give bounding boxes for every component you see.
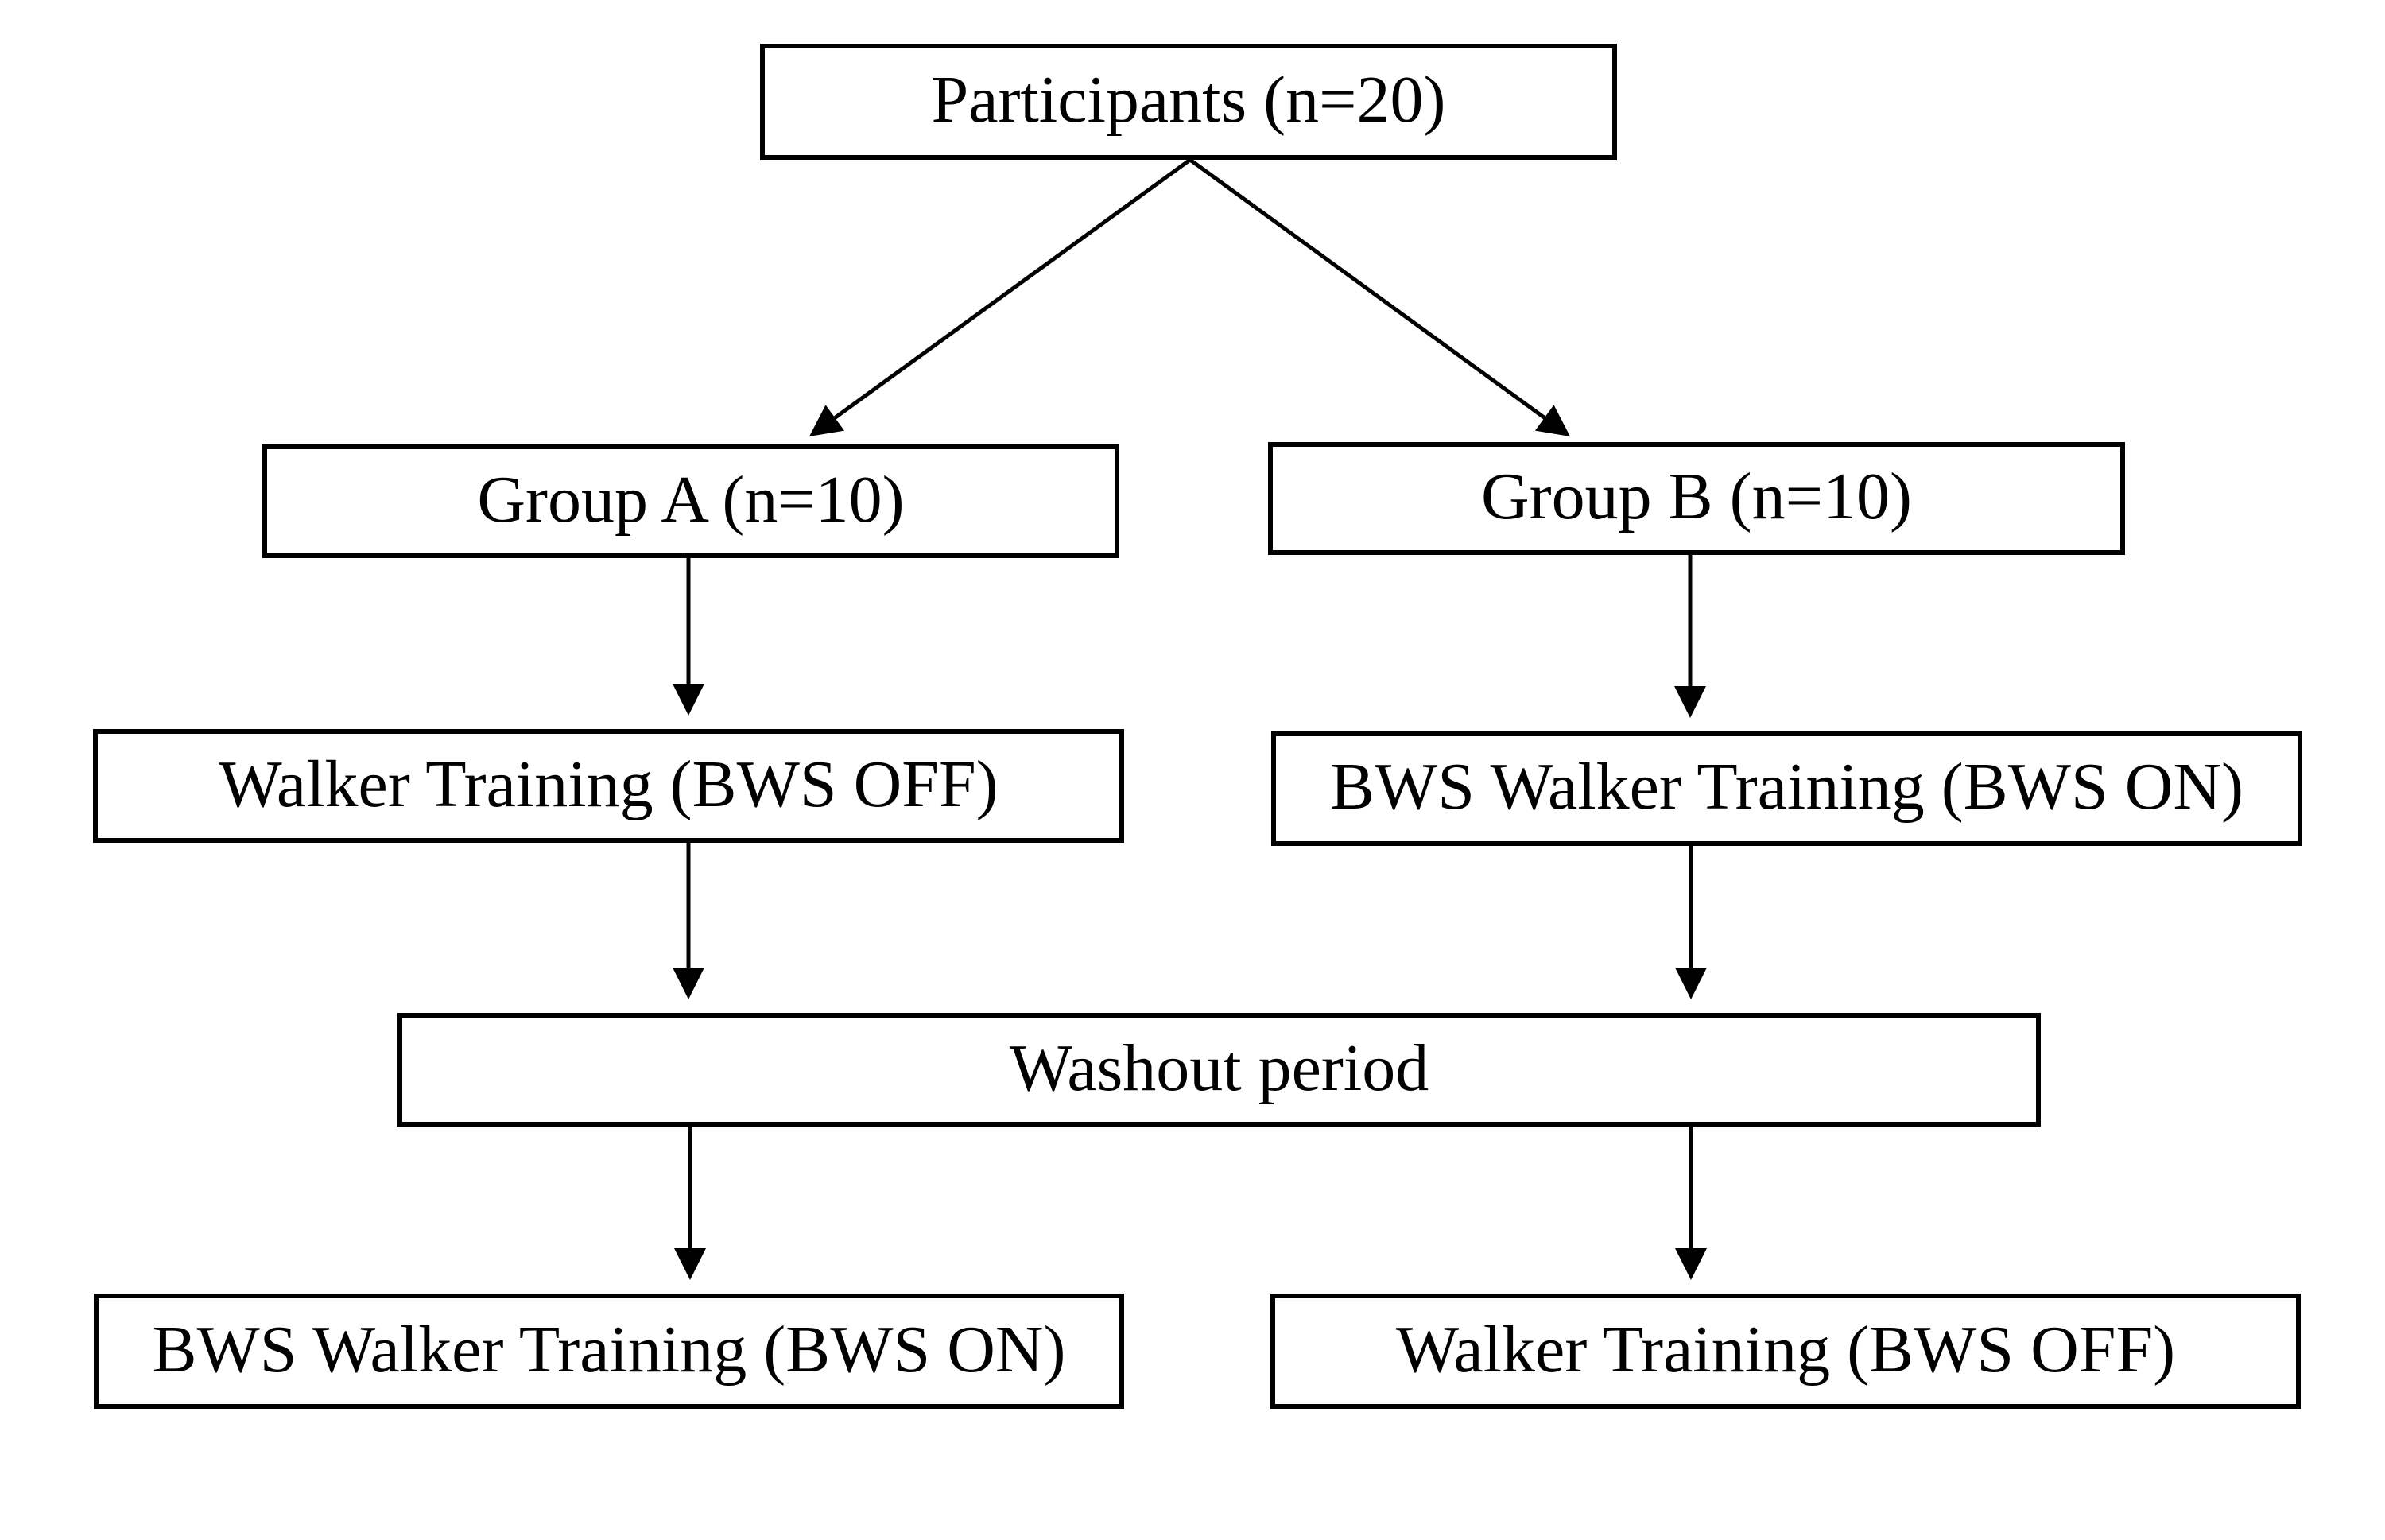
group-a-phase1-box: Walker Training (BWS OFF) (93, 729, 1124, 843)
group-b-phase2-box: Walker Training (BWS OFF) (1270, 1294, 2301, 1409)
group-b-box: Group B (n=10) (1268, 442, 2125, 555)
group-b-phase1-label: BWS Walker Training (BWS ON) (1329, 750, 2243, 824)
group-a-box: Group A (n=10) (262, 444, 1119, 558)
group-a-label: Group A (n=10) (477, 462, 905, 537)
washout-label: Washout period (1009, 1030, 1429, 1105)
group-a-phase2-box: BWS Walker Training (BWS ON) (94, 1294, 1124, 1409)
group-b-label: Group B (n=10) (1481, 460, 1912, 533)
group-a-phase2-label: BWS Walker Training (BWS ON) (152, 1312, 1066, 1387)
arrow-participants-to-group-b (1189, 157, 1571, 436)
participants-box: Participants (n=20) (760, 44, 1617, 160)
arrow-participants-to-group-a (809, 157, 1192, 436)
washout-box: Washout period (398, 1013, 2041, 1127)
group-b-phase1-box: BWS Walker Training (BWS ON) (1271, 731, 2302, 846)
group-a-phase1-label: Walker Training (BWS OFF) (219, 747, 999, 821)
group-b-phase2-label: Walker Training (BWS OFF) (1395, 1312, 2176, 1387)
participants-label: Participants (n=20) (931, 63, 1446, 137)
